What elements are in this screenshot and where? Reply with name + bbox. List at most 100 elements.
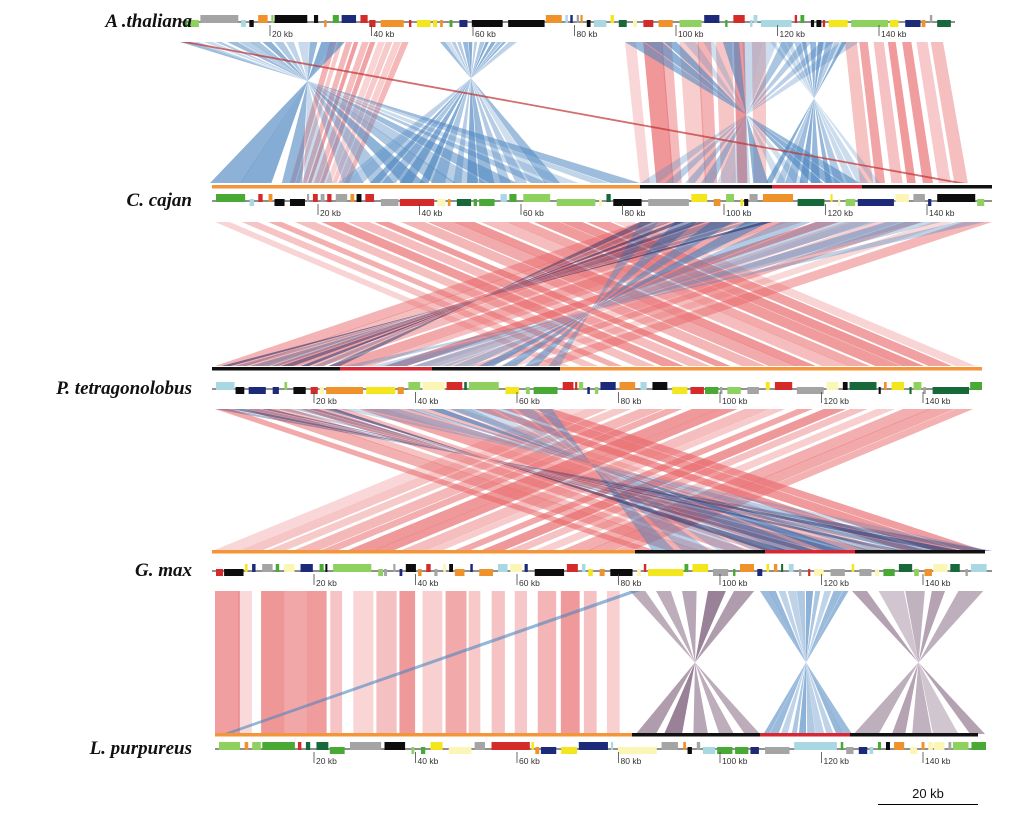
forward-match-band (560, 591, 580, 734)
gene-block (313, 15, 319, 23)
forward-match-band (284, 591, 308, 734)
reverse-match-band (246, 409, 934, 551)
gene-block (781, 564, 784, 572)
reverse-match-band (453, 222, 812, 366)
gene-block (883, 382, 887, 390)
reverse-match-band (478, 222, 770, 366)
gene-block (399, 199, 435, 206)
gene-block (258, 15, 268, 23)
gene-block (905, 20, 921, 27)
tick-label: 100 kb (722, 578, 748, 588)
gene-block (293, 387, 306, 394)
gene-block (416, 20, 431, 27)
tick-label: 80 kb (621, 396, 642, 406)
tick-label: 100 kb (678, 29, 704, 39)
gene-block (788, 564, 794, 572)
gene-block (561, 747, 578, 754)
forward-match-band (353, 591, 374, 734)
forward-match-band (715, 42, 736, 183)
gene-block (800, 15, 805, 23)
gene-block (643, 20, 654, 27)
reverse-match-band (664, 42, 834, 183)
gene-block (932, 387, 970, 394)
reverse-match-band (731, 42, 763, 183)
forward-match-band (473, 409, 926, 551)
gene-block (683, 742, 686, 750)
reverse-match-band (250, 222, 741, 366)
gene-block (284, 382, 288, 390)
gene-block (830, 194, 833, 202)
gene-block (971, 742, 986, 750)
gene-block (937, 20, 951, 27)
region-bar (212, 367, 340, 371)
gene-block (810, 20, 815, 27)
gene-block (570, 15, 573, 23)
gene-block (877, 742, 881, 750)
gene-block (350, 194, 355, 202)
forward-match-band (498, 222, 954, 366)
tick-label: 100 kb (726, 208, 752, 218)
forward-match-band (385, 222, 839, 366)
gene-block (766, 564, 770, 572)
tick-label: 20 kb (272, 29, 293, 39)
reverse-match-band (412, 222, 877, 366)
gene-block (640, 382, 647, 390)
reverse-match-band (337, 42, 518, 183)
gene-block (594, 387, 599, 394)
region-bar (760, 733, 850, 737)
gene-block (491, 742, 530, 750)
tick-label: 80 kb (625, 208, 646, 218)
reverse-match-band (297, 42, 333, 183)
scale-bar-label: 20 kb (912, 786, 944, 801)
gene-block (794, 742, 837, 750)
forward-match-band (347, 222, 711, 366)
gene-block (471, 20, 503, 27)
gene-block (733, 569, 736, 576)
reverse-match-band (878, 591, 959, 734)
gene-block (637, 569, 641, 576)
reverse-match-band (905, 591, 932, 734)
gene-block (335, 194, 348, 202)
reverse-match-band (308, 409, 818, 551)
forward-match-band (215, 409, 657, 551)
region-bar (340, 367, 432, 371)
gene-block (898, 564, 913, 572)
tick-label: 20 kb (320, 208, 341, 218)
reverse-match-band (799, 42, 824, 183)
gene-block (360, 15, 368, 23)
gene-block (948, 742, 952, 750)
reverse-match-band (221, 222, 773, 366)
forward-match-band (586, 409, 955, 551)
reverse-match-band (635, 591, 755, 734)
tick-label: 80 kb (621, 578, 642, 588)
reverse-match-band (399, 42, 496, 183)
gene-block (965, 569, 968, 576)
reverse-match-band (313, 222, 670, 366)
gene-block (796, 387, 824, 394)
gene-block (704, 15, 720, 23)
gene-block (252, 742, 261, 750)
gene-block (750, 747, 759, 754)
gene-block (449, 20, 453, 27)
tick-label: 60 kb (519, 396, 540, 406)
gene-block (443, 564, 446, 572)
gene-block (845, 199, 856, 206)
gene-block (312, 194, 318, 202)
tick-label: 120 kb (824, 396, 850, 406)
reverse-match-band (383, 222, 923, 366)
reverse-match-band (428, 222, 852, 366)
reverse-match-band (467, 42, 478, 183)
gene-block (369, 20, 376, 27)
gene-block (610, 742, 614, 750)
forward-match-band (506, 409, 868, 551)
gene-block (275, 564, 280, 572)
gene-block (765, 747, 790, 754)
gene-block (632, 20, 637, 27)
tick-label: 40 kb (422, 208, 443, 218)
gene-block (895, 194, 909, 202)
gene-block (200, 15, 239, 23)
